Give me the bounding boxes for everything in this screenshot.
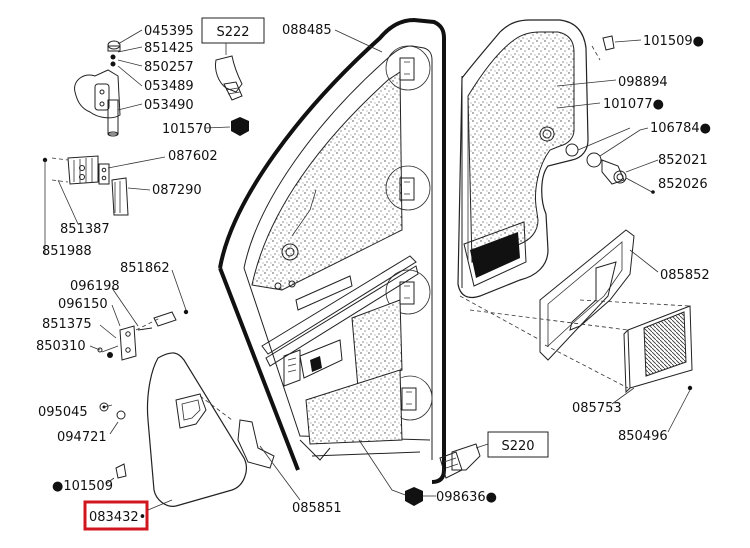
speaker-grille bbox=[623, 305, 693, 394]
s220-label: S220 bbox=[501, 439, 534, 454]
label-101077: 101077● bbox=[603, 97, 664, 112]
label-098636: 098636● bbox=[436, 490, 497, 505]
hex-nut-098636 bbox=[405, 487, 423, 506]
callout-box-s220: S220 bbox=[439, 431, 549, 479]
label-096198: 096198 bbox=[70, 279, 120, 294]
label-851425: 851425 bbox=[144, 41, 194, 56]
trim-strip-085852 bbox=[539, 229, 635, 361]
callout-box-s222: S222 bbox=[201, 17, 265, 101]
hex-nut-101570 bbox=[231, 117, 249, 136]
label-852026: 852026 bbox=[658, 177, 708, 192]
label-851988: 851988 bbox=[42, 244, 92, 259]
label-095045: 095045 bbox=[38, 405, 88, 420]
frame-hinge-circles bbox=[385, 45, 433, 421]
label-083432: 083432• bbox=[89, 510, 146, 525]
label-053489: 053489 bbox=[144, 79, 194, 94]
label-087290: 087290 bbox=[152, 183, 202, 198]
label-106784: 106784● bbox=[650, 121, 711, 136]
label-085851: 085851 bbox=[292, 501, 342, 516]
label-088485: 088485 bbox=[282, 23, 332, 38]
middle-panel bbox=[351, 299, 403, 389]
highlighted-part-083432[interactable]: 083432• bbox=[83, 500, 149, 531]
lower-panel bbox=[305, 369, 403, 445]
s222-label: S222 bbox=[216, 25, 249, 40]
label-045395: 045395 bbox=[144, 24, 194, 39]
label-085852: 085852 bbox=[660, 268, 710, 283]
label-094721: 094721 bbox=[57, 430, 107, 445]
door-card-083432 bbox=[146, 352, 247, 507]
label-850310: 850310 bbox=[36, 339, 86, 354]
hinge-plate bbox=[42, 155, 129, 255]
label-101570: 101570 bbox=[162, 122, 212, 137]
label-053490: 053490 bbox=[144, 98, 194, 113]
upper-window-panel bbox=[251, 71, 403, 291]
label-101509-top: 101509● bbox=[643, 34, 704, 49]
label-087602: 087602 bbox=[168, 149, 218, 164]
label-850496: 850496 bbox=[618, 429, 668, 444]
label-852021: 852021 bbox=[658, 153, 708, 168]
label-851862: 851862 bbox=[120, 261, 170, 276]
door-belt-rail bbox=[261, 255, 419, 387]
clip-101509-lower bbox=[115, 463, 127, 479]
part-labels: 045395 851425 850257 053489 053490 08760… bbox=[36, 23, 711, 516]
hinge-assembly bbox=[74, 40, 121, 137]
label-096150: 096150 bbox=[58, 297, 108, 312]
label-101509-bottom: ●101509 bbox=[52, 479, 113, 494]
label-098894: 098894 bbox=[618, 75, 668, 90]
label-850257: 850257 bbox=[144, 60, 194, 75]
label-851387: 851387 bbox=[60, 222, 110, 237]
label-085753: 085753 bbox=[572, 401, 622, 416]
label-851375: 851375 bbox=[42, 317, 92, 332]
clip-101509 bbox=[602, 35, 615, 51]
bracket-assembly bbox=[97, 309, 189, 361]
highlight-box bbox=[83, 500, 149, 531]
inner-door-panel bbox=[457, 19, 589, 299]
